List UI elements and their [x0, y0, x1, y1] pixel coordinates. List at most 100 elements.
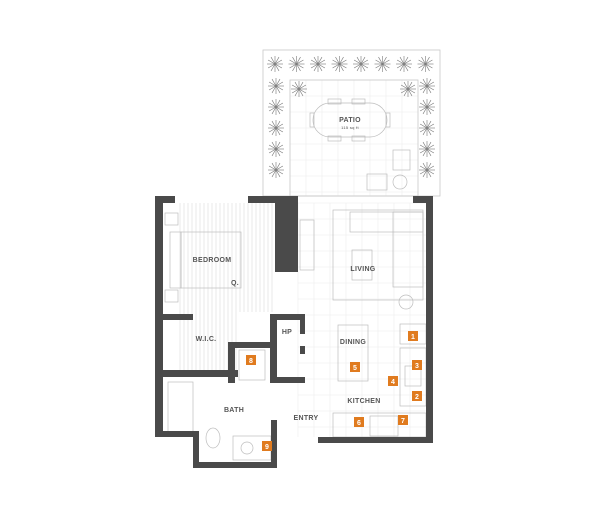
- leaf: [426, 169, 432, 178]
- badge-1: 1: [408, 331, 418, 341]
- hp-label: HP: [282, 329, 292, 336]
- plant-icon: [419, 162, 435, 178]
- leaf: [268, 169, 277, 175]
- badge-5: 5: [350, 362, 360, 372]
- badge-9: 9: [262, 441, 272, 451]
- leaf: [403, 81, 409, 90]
- leaf: [271, 148, 277, 157]
- svg-text:4: 4: [391, 379, 395, 386]
- plant-icon: [374, 56, 391, 72]
- svg-text:8: 8: [249, 358, 253, 365]
- leaf: [426, 148, 432, 157]
- badge-7: 7: [398, 415, 408, 425]
- leaf: [382, 56, 387, 65]
- coffee-table: [351, 249, 373, 281]
- plant-icon: [291, 81, 307, 97]
- svg-text:3: 3: [415, 363, 419, 370]
- leaf: [291, 84, 300, 90]
- leaf: [396, 59, 405, 65]
- leaf: [310, 59, 319, 65]
- sofa: [392, 211, 424, 288]
- patio: [262, 49, 441, 197]
- leaf: [422, 127, 428, 136]
- leaf: [422, 99, 428, 108]
- sink: [240, 441, 254, 455]
- leaf: [275, 106, 281, 115]
- leaf: [268, 81, 277, 87]
- leaf: [418, 63, 426, 69]
- bedroom-flooring: [179, 203, 273, 370]
- living-label: LIVING: [350, 266, 375, 273]
- leaf: [267, 59, 276, 65]
- leaf: [419, 165, 428, 171]
- leaf: [426, 120, 432, 129]
- leaf: [419, 123, 428, 129]
- leaf: [426, 141, 432, 150]
- leaf: [426, 106, 432, 115]
- leaf: [419, 85, 428, 91]
- leaf: [353, 63, 362, 69]
- leaf: [422, 106, 428, 115]
- leaf: [294, 81, 300, 90]
- plant-icon: [353, 56, 369, 72]
- leaf: [275, 162, 281, 171]
- side-table: [398, 294, 414, 310]
- leaf: [422, 162, 428, 171]
- plant-icon: [400, 81, 416, 97]
- leaf: [419, 148, 428, 154]
- entry-label: ENTRY: [294, 415, 319, 422]
- leaf: [426, 81, 435, 87]
- leaf: [274, 56, 280, 65]
- leaf: [271, 162, 277, 171]
- leaf: [268, 102, 277, 108]
- plant-icon: [288, 56, 305, 72]
- leaf: [271, 78, 277, 87]
- leaf: [332, 63, 340, 69]
- plant-icon: [268, 141, 284, 157]
- leaf: [275, 123, 284, 129]
- leaf: [317, 59, 326, 65]
- leaf: [360, 63, 369, 69]
- leaf: [382, 59, 390, 65]
- leaf: [310, 63, 319, 69]
- leaf: [268, 106, 277, 112]
- leaf: [426, 102, 435, 108]
- leaf: [425, 63, 433, 69]
- leaf: [396, 63, 405, 69]
- leaf: [339, 56, 344, 65]
- plant-icon: [268, 162, 284, 178]
- leaf: [274, 63, 283, 69]
- leaf: [275, 85, 284, 91]
- leaf: [275, 120, 281, 129]
- bath-label: BATH: [224, 407, 244, 414]
- leaf: [399, 63, 405, 72]
- leaf: [317, 63, 323, 72]
- leaf: [400, 88, 409, 94]
- svg-text:2: 2: [415, 394, 419, 401]
- leaf: [425, 56, 430, 65]
- leaf: [378, 63, 383, 72]
- leaf: [270, 63, 276, 72]
- leaf: [407, 88, 413, 97]
- leaf: [275, 81, 284, 87]
- svg-text:9: 9: [265, 444, 269, 451]
- leaf: [267, 63, 276, 69]
- leaf: [271, 85, 277, 94]
- sink: [369, 415, 399, 437]
- leaf: [274, 59, 283, 65]
- leaf: [339, 63, 344, 72]
- leaf: [419, 81, 428, 87]
- leaf: [360, 56, 366, 65]
- svg-text:6: 6: [357, 420, 361, 427]
- leaf: [268, 123, 277, 129]
- leaf: [403, 56, 409, 65]
- leaf: [382, 63, 390, 69]
- badge-2: 2: [412, 391, 422, 401]
- plant-icon: [419, 120, 435, 136]
- leaf: [422, 141, 428, 150]
- plant-icon: [419, 141, 435, 157]
- leaf: [360, 59, 369, 65]
- leaf: [403, 88, 409, 97]
- leaf: [332, 59, 340, 65]
- leaf: [275, 169, 284, 175]
